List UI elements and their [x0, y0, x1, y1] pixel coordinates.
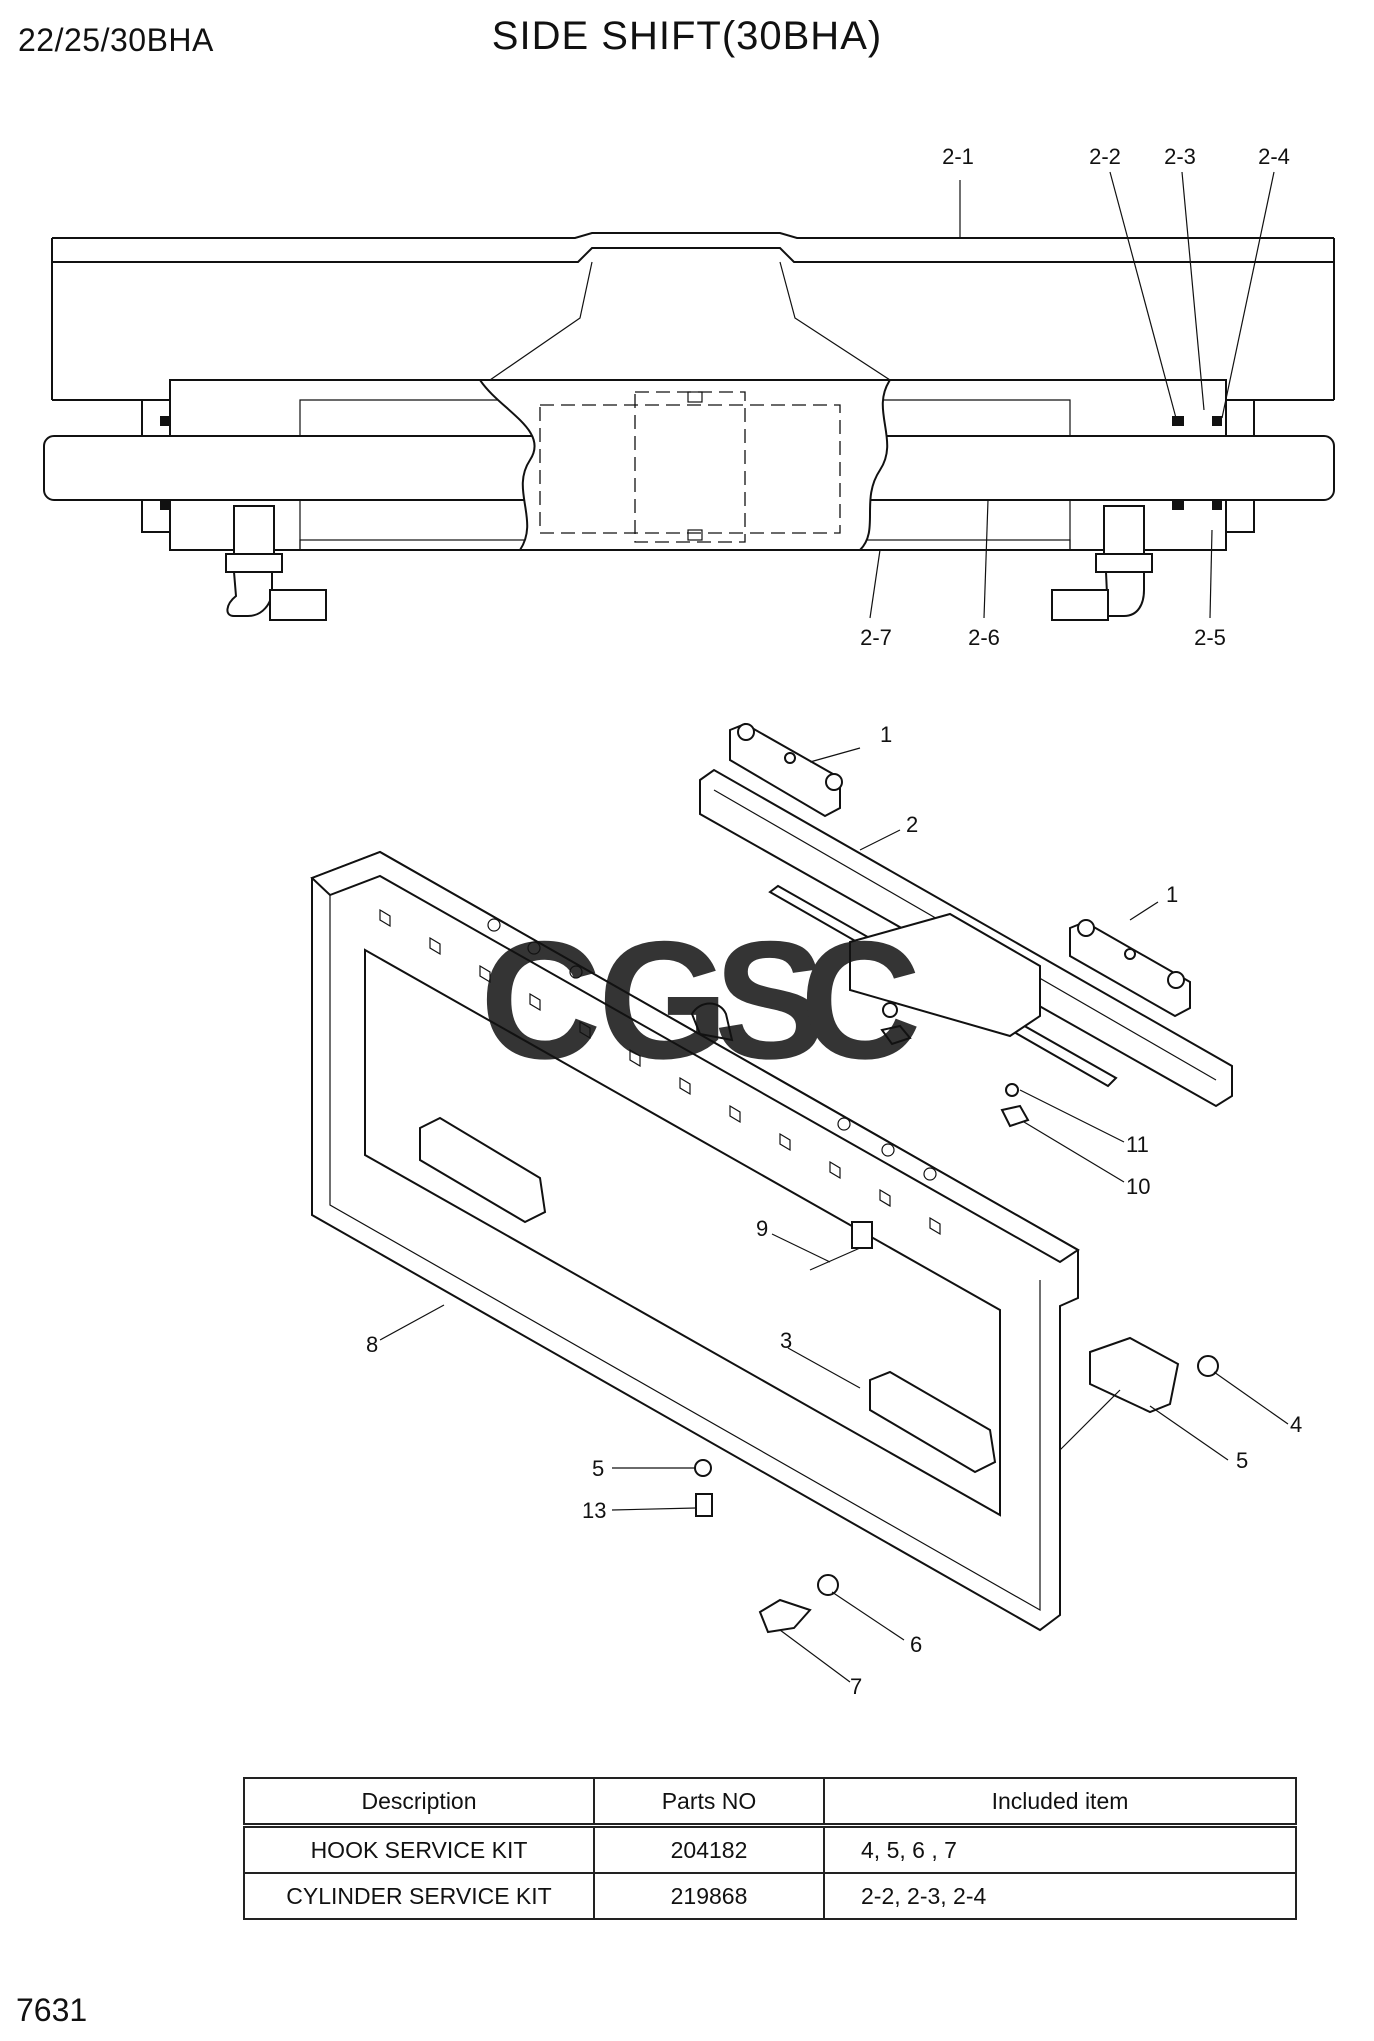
- header-parts-no: Parts NO: [593, 1777, 825, 1828]
- page-title: SIDE SHIFT(30BHA): [491, 14, 883, 58]
- cylinder-section-view: [43, 171, 1335, 621]
- included-cell: 2-2, 2-3, 2-4: [823, 1872, 1297, 1920]
- label-13: 13: [582, 1498, 606, 1523]
- label-2-7: 2-7: [860, 625, 892, 650]
- label-2-3: 2-3: [1164, 144, 1196, 169]
- label-5-hook: 5: [1236, 1448, 1248, 1473]
- label-2-4: 2-4: [1258, 144, 1290, 169]
- parts-no-cell: 219868: [593, 1872, 825, 1920]
- table-row: HOOK SERVICE KIT 204182 4, 5, 6 , 7: [243, 1824, 1297, 1874]
- svg-text:S: S: [714, 906, 826, 1094]
- label-1-top: 1: [880, 722, 892, 747]
- svg-text:G: G: [598, 906, 729, 1094]
- table-row: CYLINDER SERVICE KIT 219868 2-2, 2-3, 2-…: [243, 1872, 1297, 1920]
- included-cell: 4, 5, 6 , 7: [823, 1824, 1297, 1874]
- label-2: 2: [906, 812, 918, 837]
- exploded-view: [310, 722, 1289, 1683]
- fitting-left: [225, 505, 327, 621]
- exploded-labels: 1 1 2 3 4 5 5 6 7 8 9 10 11 13: [366, 722, 1302, 1699]
- label-11: 11: [1126, 1132, 1149, 1157]
- label-10: 10: [1126, 1174, 1150, 1199]
- description-cell: HOOK SERVICE KIT: [243, 1824, 595, 1874]
- header-description: Description: [243, 1777, 595, 1828]
- label-2-6: 2-6: [968, 625, 1000, 650]
- page-number: 7631: [16, 1992, 88, 2028]
- label-2-5: 2-5: [1194, 625, 1226, 650]
- parts-no-cell: 204182: [593, 1824, 825, 1874]
- cgsc-watermark: C G S C: [480, 906, 921, 1094]
- label-8: 8: [366, 1332, 378, 1357]
- svg-text:C: C: [800, 906, 921, 1094]
- description-cell: CYLINDER SERVICE KIT: [243, 1872, 595, 1920]
- header-included-item: Included item: [823, 1777, 1297, 1828]
- label-3: 3: [780, 1328, 792, 1353]
- cylinder-labels: 2-1 2-2 2-3 2-4 2-5 2-6 2-7: [860, 144, 1290, 650]
- label-9: 9: [756, 1216, 768, 1241]
- label-6: 6: [910, 1632, 922, 1657]
- service-kit-table: Description Parts NO Included item HOOK …: [243, 1777, 1297, 1920]
- fitting-right: [1051, 505, 1153, 621]
- label-2-2: 2-2: [1089, 144, 1121, 169]
- model-code: 22/25/30BHA: [18, 22, 214, 58]
- label-2-1: 2-1: [942, 144, 974, 169]
- label-5-lower: 5: [592, 1456, 604, 1481]
- label-7: 7: [850, 1674, 862, 1699]
- svg-text:C: C: [480, 906, 601, 1094]
- label-4: 4: [1290, 1412, 1302, 1437]
- label-1-right: 1: [1166, 882, 1178, 907]
